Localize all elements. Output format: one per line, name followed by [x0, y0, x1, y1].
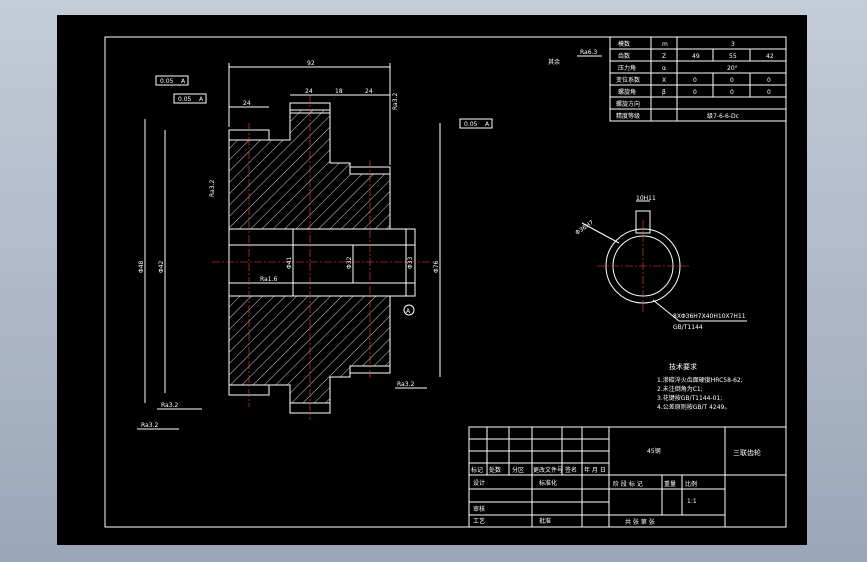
tol-2-ref: A [199, 96, 204, 103]
title-block: 标记 处数 分区 更改文件号 签名 年 月 日 设计 标准化 审核 工艺 批准 … [468, 426, 787, 528]
tb-sheets: 共 张 第 张 [625, 518, 655, 526]
tb-std: 标准化 [539, 479, 557, 487]
hatch-bottom [228, 295, 391, 404]
tb-weight: 重量 [664, 480, 676, 488]
tb-mark: 标记 [471, 466, 483, 474]
keyway-dim: 10H11 [636, 195, 656, 202]
tb-sign: 签名 [565, 466, 577, 474]
spline-section-view: 10H11 Φ36H7 8XΦ36H7X40H10X7H11 GB/T1144 [574, 195, 747, 331]
tb-review: 审核 [473, 505, 485, 513]
param-label-6: 精度等级 [616, 112, 640, 120]
tb-doc: 更改文件号 [533, 466, 563, 474]
param-label-5: 螺旋方向 [616, 100, 640, 108]
drawing-sheet: 92 24 24 18 24 Φ48 Φ42 Φ41 Φ32 Φ33 Φ76 R… [57, 15, 807, 545]
param-sym-0: m [662, 41, 668, 48]
dim-dia-left2: Φ42 [158, 260, 165, 273]
tol-3-ref: A [485, 121, 490, 128]
spline-callout-1: 8XΦ36H7X40H10X7H11 [673, 313, 746, 320]
param-sym-4: β [662, 89, 666, 96]
tech-req-item-2: 2.未注倒角为C1; [657, 385, 703, 393]
dim-overall: 92 [307, 60, 315, 67]
tb-date: 年 月 日 [584, 466, 606, 474]
param-v2-3: 0 [730, 77, 734, 84]
tech-req-item-4: 4.公差原则按GB/T 4249。 [657, 403, 730, 411]
dim-dia-right: Φ76 [433, 260, 440, 273]
param-v2-4: 0 [730, 89, 734, 96]
param-label-4: 螺旋角 [618, 88, 636, 96]
tb-scale: 比例 [685, 480, 697, 488]
param-sym-1: Z [662, 53, 666, 60]
tb-part-name: 三联齿轮 [733, 448, 761, 457]
ra-bottom-left1: Ra3.2 [161, 402, 178, 409]
param-v2-1: 55 [729, 53, 737, 60]
param-v1-3: 0 [693, 77, 697, 84]
dim-dia-left1: Φ48 [138, 260, 145, 273]
ra-top: Ra3.2 [392, 93, 399, 110]
tb-approve: 批准 [539, 517, 551, 525]
spline-dim: Φ36H7 [574, 219, 595, 237]
tb-stage: 阶 段 标 记 [613, 480, 643, 488]
dim-dia-mid1: Φ41 [286, 256, 293, 269]
tol-2: 0.05 [178, 96, 192, 103]
tb-zone: 分区 [512, 466, 524, 474]
param-label-2: 压力角 [618, 64, 636, 72]
param-v3-4: 0 [767, 89, 771, 96]
tech-req-item-3: 3.花键按GB/T1144-01; [657, 394, 722, 402]
tb-scale-value: 1:1 [687, 498, 697, 505]
dimensions: 92 24 24 18 24 Φ48 Φ42 Φ41 Φ32 Φ33 Φ76 R… [137, 60, 441, 430]
param-v1-6: 级7-6-6-Dc [707, 112, 739, 120]
param-sym-3: X [662, 77, 666, 84]
param-v1-2: 20° [727, 65, 738, 72]
roughness-rest-value: Ra6.3 [580, 49, 597, 56]
ra-bottom-left2: Ra3.2 [141, 422, 158, 429]
ra-bottom-right: Ra3.2 [397, 381, 414, 388]
param-v1-0: 3 [731, 41, 735, 48]
dim-24c: 24 [365, 88, 373, 95]
dim-dia-mid2: Φ32 [346, 256, 353, 269]
datum-a: A [406, 308, 411, 315]
tol-1-ref: A [181, 78, 186, 85]
dim-dia-bore: Φ33 [407, 256, 414, 269]
tol-3: 0.05 [464, 121, 478, 128]
param-sym-2: α [662, 65, 666, 72]
tech-req-title: 技术要求 [669, 362, 697, 371]
dim-24b: 24 [305, 88, 313, 95]
hub-circle [605, 228, 681, 304]
roughness-rest-label: 其余 [548, 58, 560, 66]
dim-18: 18 [335, 88, 343, 95]
datum-circle [403, 304, 415, 316]
bore [228, 228, 416, 297]
param-label-0: 模数 [618, 40, 630, 48]
tb-design: 设计 [473, 479, 485, 487]
spline-callout-2: GB/T1144 [673, 324, 703, 331]
param-v1-4: 0 [693, 89, 697, 96]
param-table: 模数 m 3 齿数 Z 49 55 42 压力角 α 20° 变位系数 X 0 … [609, 36, 787, 122]
tolerance-frames: 0.05 A 0.05 A 0.05 A [155, 75, 493, 129]
gear-section-view [212, 95, 437, 420]
param-v3-3: 0 [767, 77, 771, 84]
inner-frame [104, 36, 787, 528]
param-label-1: 齿数 [618, 52, 630, 60]
hatch-top [228, 109, 391, 230]
param-v3-1: 42 [766, 53, 774, 60]
param-v1-1: 49 [692, 53, 700, 60]
tb-process: 工艺 [473, 517, 485, 525]
tol-1: 0.05 [160, 78, 174, 85]
tb-count: 处数 [489, 466, 501, 474]
keyway [635, 210, 651, 234]
tech-req-item-1: 1.渗碳淬火齿面硬度HRC58-62; [657, 376, 743, 384]
drawing-canvas: 92 24 24 18 24 Φ48 Φ42 Φ41 Φ32 Φ33 Φ76 R… [104, 36, 787, 528]
tb-material: 45钢 [647, 447, 661, 455]
technical-requirements: 技术要求 1.渗碳淬火齿面硬度HRC58-62; 2.未注倒角为C1; 3.花键… [657, 362, 743, 411]
ra-bore: Ra1.6 [260, 276, 277, 283]
param-label-3: 变位系数 [616, 76, 640, 84]
dim-24a: 24 [243, 100, 251, 107]
ra-left: Ra3.2 [209, 180, 216, 197]
